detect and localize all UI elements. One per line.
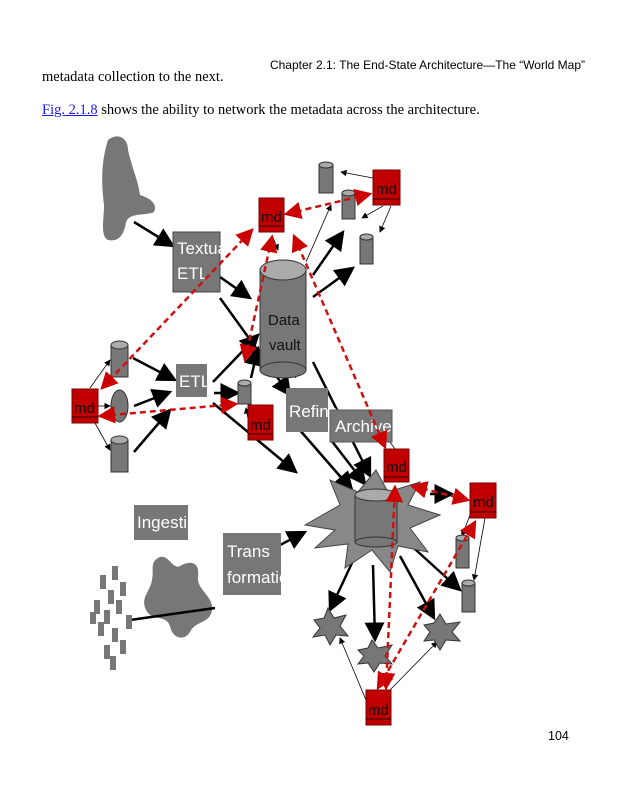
metadata-box: md	[469, 482, 497, 519]
metadata-box: md	[372, 169, 401, 206]
svg-text:Trans: Trans	[227, 542, 270, 561]
ingestion-box: Ingestion	[134, 505, 206, 540]
metadata-links	[97, 188, 477, 691]
database-icon	[359, 233, 374, 265]
svg-text:ETL: ETL	[179, 372, 210, 391]
ingestion-blob	[144, 556, 213, 638]
svg-text:md: md	[261, 209, 282, 226]
svg-text:ETL: ETL	[177, 264, 208, 283]
database-icon	[461, 579, 476, 613]
metadata-box: md	[247, 404, 274, 441]
star-icon	[422, 613, 462, 651]
unstructured-data-blob	[102, 136, 156, 241]
database-icon	[237, 379, 252, 405]
svg-text:md: md	[376, 181, 397, 198]
body-text-line: Fig. 2.1.8 shows the ability to network …	[42, 102, 480, 119]
etl-box: ETL	[176, 364, 210, 397]
database-icon	[110, 435, 129, 473]
data-vault-cylinder: Data vault	[259, 259, 307, 379]
data-vault-label: Data	[268, 312, 300, 329]
svg-text:md: md	[74, 400, 95, 417]
svg-text:Ingestion: Ingestion	[137, 513, 206, 532]
svg-text:Textual: Textual	[177, 239, 231, 258]
svg-text:md: md	[368, 702, 389, 719]
database-icon	[110, 389, 129, 423]
page-number: 104	[548, 729, 569, 743]
database-icon	[110, 340, 129, 378]
svg-text:md: md	[473, 494, 494, 511]
database-icon	[318, 161, 334, 194]
star-icon	[311, 606, 350, 647]
metadata-box: md	[365, 689, 392, 726]
document-fragments	[90, 566, 132, 670]
body-text: shows the ability to network the metadat…	[97, 102, 480, 118]
data-lake-cylinder	[354, 488, 398, 548]
svg-text:Archive: Archive	[335, 417, 392, 436]
svg-text:formation: formation	[227, 568, 298, 587]
svg-text:md: md	[250, 417, 271, 434]
svg-text:md: md	[386, 459, 407, 476]
database-icon	[341, 189, 356, 220]
archive-box: Archive	[329, 409, 393, 443]
running-header: Chapter 2.1: The End-State Architecture—…	[269, 58, 585, 72]
metadata-box: md	[258, 197, 285, 233]
data-vault-label: vault	[269, 337, 302, 354]
metadata-box: md	[383, 448, 410, 483]
metadata-box: md	[71, 388, 99, 424]
figure-link[interactable]: Fig. 2.1.8	[42, 102, 98, 118]
body-text-line: metadata collection to the next.	[42, 69, 224, 85]
database-icon	[455, 534, 470, 569]
transformation-box: Trans formation	[223, 533, 298, 595]
